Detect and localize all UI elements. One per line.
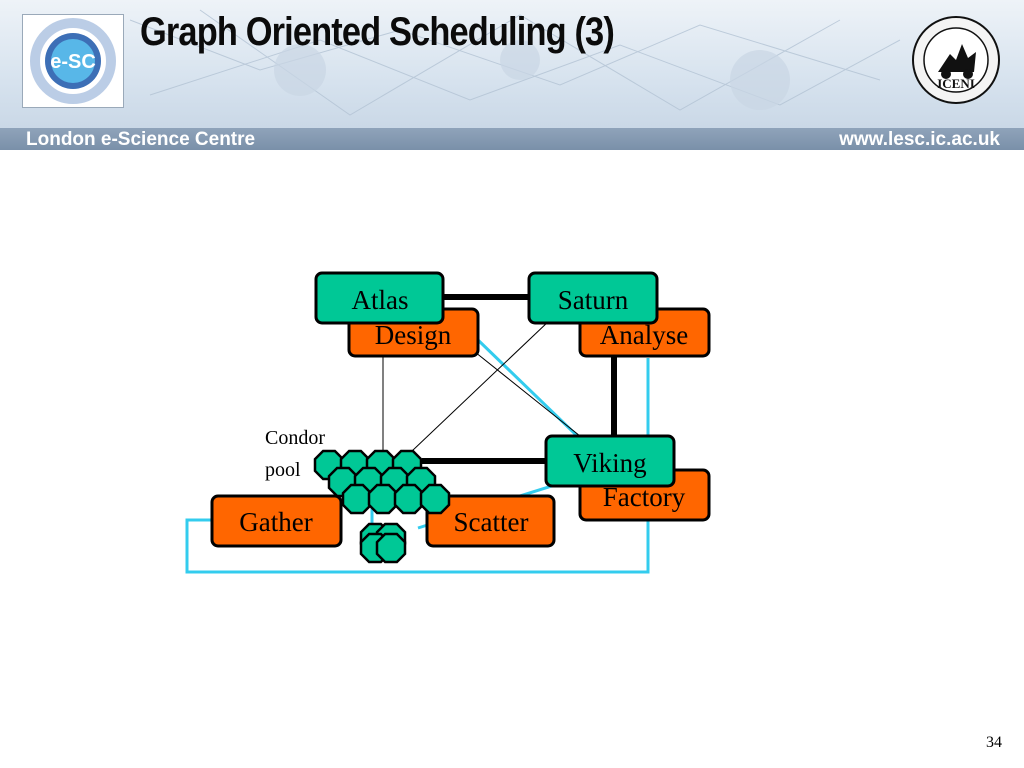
condor-node [367, 483, 399, 515]
page-number: 34 [986, 734, 1002, 751]
condor-node [341, 483, 373, 515]
condor-pool-label-line1: Condor [265, 427, 325, 449]
band-website-url: www.lesc.ic.ac.uk [839, 129, 1000, 150]
header-band: London e-Science Centre www.lesc.ic.ac.u… [0, 128, 1024, 150]
lesc-logo-text: e-SC [50, 51, 96, 73]
resource-atlas: Atlas [314, 271, 445, 325]
component-gather-label: Gather [239, 507, 312, 537]
lesc-logo: e-SC [22, 14, 124, 108]
band-organization-name: London e-Science Centre [26, 129, 256, 150]
link-saturn-cluster [391, 319, 551, 471]
page-title: Graph Oriented Scheduling (3) [140, 10, 615, 54]
slide-header: e-SC Graph Oriented Scheduling (3) ICENI… [0, 0, 1024, 150]
component-scatter-label: Scatter [454, 507, 529, 537]
component-gather: Gather [210, 494, 343, 548]
condor-node [375, 532, 407, 564]
component-scatter: Scatter [425, 494, 556, 548]
chariot-statue-icon [938, 44, 976, 79]
thick-links [422, 294, 617, 464]
resource-saturn: Saturn [527, 271, 659, 325]
header-background-pattern [129, 9, 901, 116]
component-design-label: Design [375, 320, 452, 350]
condor-node [419, 483, 451, 515]
condor-node [393, 483, 425, 515]
iceni-logo-text: ICENI [937, 76, 975, 91]
resource-viking: Viking [544, 434, 676, 488]
component-analyse-label: Analyse [600, 320, 688, 350]
condor-pool-label-line2: pool [265, 459, 301, 481]
condor-pool-cluster [313, 449, 451, 564]
resource-atlas-label: Atlas [352, 285, 409, 315]
resource-saturn-label: Saturn [558, 285, 629, 315]
lesc-logo-emblem-icon: e-SC [30, 18, 116, 104]
iceni-logo: ICENI [912, 16, 1000, 104]
resource-viking-label: Viking [573, 448, 646, 478]
